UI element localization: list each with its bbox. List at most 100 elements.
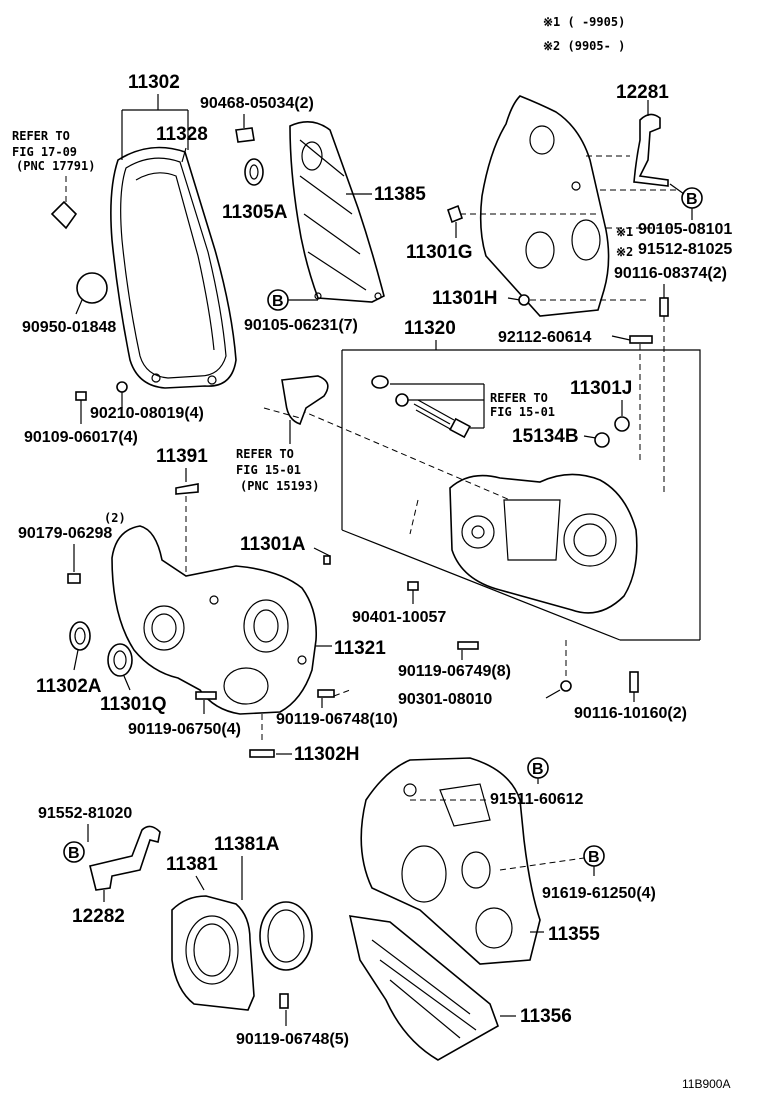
refer-17-09-line3: (PNC 17791) <box>16 159 95 173</box>
diagram-code: 11B900A <box>682 1077 731 1091</box>
callout-11320: 11320 <box>404 318 456 339</box>
bolt-90119-06748-drawing <box>317 689 335 698</box>
bolt-90401-drawing <box>407 581 419 591</box>
seal-11302a-drawing <box>69 621 91 651</box>
callout-11301A: 11301A <box>240 534 306 555</box>
callout-90109-06017: 90109-06017(4) <box>24 429 138 446</box>
callout-90105-08101: 90105-08101 <box>638 221 732 238</box>
callout-11381A: 11381A <box>214 834 280 855</box>
timing-gear-case-drawing <box>479 95 610 317</box>
oil-pump-body-drawing <box>449 473 638 614</box>
callout-90179-qty: (2) <box>104 511 126 525</box>
callout-11301H: 11301H <box>432 288 498 309</box>
callout-11301Q: 11301Q <box>100 694 167 715</box>
nut-drawing <box>116 381 128 393</box>
refer-15-01-line1: REFER TO <box>490 391 548 405</box>
callout-92112-60614: 92112-60614 <box>498 329 592 346</box>
oil-seal-retainer-11381-drawing <box>171 895 255 1011</box>
refer-15193-line3: (PNC 15193) <box>240 479 319 493</box>
engine-hanger-12281-drawing <box>633 113 669 187</box>
callout-11385: 11385 <box>374 184 426 205</box>
marker-b-3-text: B <box>68 845 80 862</box>
refer-17-09-line2: FIG 17-09 <box>12 145 77 159</box>
cover-plate-11385-drawing <box>289 121 385 303</box>
callout-11302H: 11302H <box>294 744 360 765</box>
nut-90179-drawing <box>67 573 81 584</box>
engine-hanger-12282-drawing <box>89 825 161 891</box>
callout-90179-06298: 90179-06298 <box>18 525 112 542</box>
bolt-92112-drawing <box>629 335 653 344</box>
grommet-drawing <box>76 272 108 304</box>
seal-11305a-drawing <box>244 158 264 186</box>
callout-90950-01848: 90950-01848 <box>22 319 116 336</box>
callout-90105-06231: 90105-06231(7) <box>244 317 358 334</box>
plug-11301j-drawing <box>614 416 630 432</box>
callout-90301-08010: 90301-08010 <box>398 691 492 708</box>
dowel-11301g-drawing <box>447 204 463 224</box>
callout-90119-06749: 90119-06749(8) <box>398 663 511 680</box>
timing-gear-cover-11321-drawing <box>111 525 318 715</box>
callout-15134B: 15134B <box>512 426 579 447</box>
callout-12281: 12281 <box>616 82 669 103</box>
stud-90116-drawing <box>659 297 669 317</box>
callout-11301J: 11301J <box>570 378 632 399</box>
callout-91552-81020: 91552-81020 <box>38 805 132 822</box>
note1-mark: ※1 <box>616 225 633 239</box>
callout-11356: 11356 <box>520 1006 572 1027</box>
refer-15-01-line2: FIG 15-01 <box>490 405 555 419</box>
callout-91619-61250: 91619-61250(4) <box>542 885 656 902</box>
gasket-15193-drawing <box>281 375 329 426</box>
callout-90210-08019: 90210-08019(4) <box>90 405 204 422</box>
callout-11391: 11391 <box>156 446 208 467</box>
bolt-90119-06748-5-drawing <box>279 993 289 1009</box>
callout-90119-06748-5: 90119-06748(5) <box>236 1031 349 1048</box>
callout-11302: 11302 <box>128 72 180 93</box>
legend-note-2: ※2 (9905- ) <box>543 39 625 53</box>
callout-11321: 11321 <box>334 638 386 659</box>
callout-90119-06748-10: 90119-06748(10) <box>276 711 398 728</box>
marker-b-2-text: B <box>686 191 698 208</box>
callout-11301G: 11301G <box>406 242 473 263</box>
bolt-90119-06750-drawing <box>195 691 217 700</box>
gasket-15134b-drawing <box>594 432 610 448</box>
callout-91512-81025: 91512-81025 <box>638 241 732 258</box>
bolt-90119-06749-drawing <box>457 641 479 650</box>
callout-12282: 12282 <box>72 906 125 927</box>
refer-15193-line1: REFER TO <box>236 447 294 461</box>
refer-17-09-line1: REFER TO <box>12 129 70 143</box>
callout-90116-10160: 90116-10160(2) <box>574 705 687 722</box>
callout-91511-60612: 91511-60612 <box>490 791 584 808</box>
marker-b-5-text: B <box>588 849 600 866</box>
callout-90468-05034: 90468-05034(2) <box>200 95 314 112</box>
plug-11301h-drawing <box>518 294 530 306</box>
marker-b-1-text: B <box>272 293 284 310</box>
callout-90401-10057: 90401-10057 <box>352 609 446 626</box>
pin-11391-drawing <box>175 483 199 495</box>
seal-plate-drawing <box>50 200 78 230</box>
pin-11301a-drawing <box>323 555 331 565</box>
stud-11302h-drawing <box>249 749 275 758</box>
assembly-11320-bracket <box>342 349 701 640</box>
clip-drawing <box>235 127 255 143</box>
timing-belt-cover-drawing <box>110 146 237 389</box>
note2-mark: ※2 <box>616 245 633 259</box>
callout-11381: 11381 <box>166 854 218 875</box>
oring-90301-drawing <box>560 680 572 692</box>
callout-11355: 11355 <box>548 924 600 945</box>
callout-11302A: 11302A <box>36 676 102 697</box>
marker-b-4-text: B <box>532 761 544 778</box>
callout-11305A: 11305A <box>222 202 288 223</box>
rear-end-plate-11355-drawing <box>360 757 541 965</box>
bolt-90109-drawing <box>75 391 87 401</box>
seal-11301q-drawing <box>107 643 133 677</box>
refer-15193-line2: FIG 15-01 <box>236 463 301 477</box>
rear-end-plate-11356-drawing <box>348 915 499 1061</box>
relief-valve-parts-drawing <box>371 375 471 439</box>
callout-90119-06750: 90119-06750(4) <box>128 721 241 738</box>
callout-11328: 11328 <box>156 124 208 145</box>
marker-b-3 <box>63 841 85 863</box>
stud-90116-10160-drawing <box>629 671 639 693</box>
legend-note-1: ※1 ( -9905) <box>543 15 625 29</box>
callout-90116-08374: 90116-08374(2) <box>614 265 727 282</box>
